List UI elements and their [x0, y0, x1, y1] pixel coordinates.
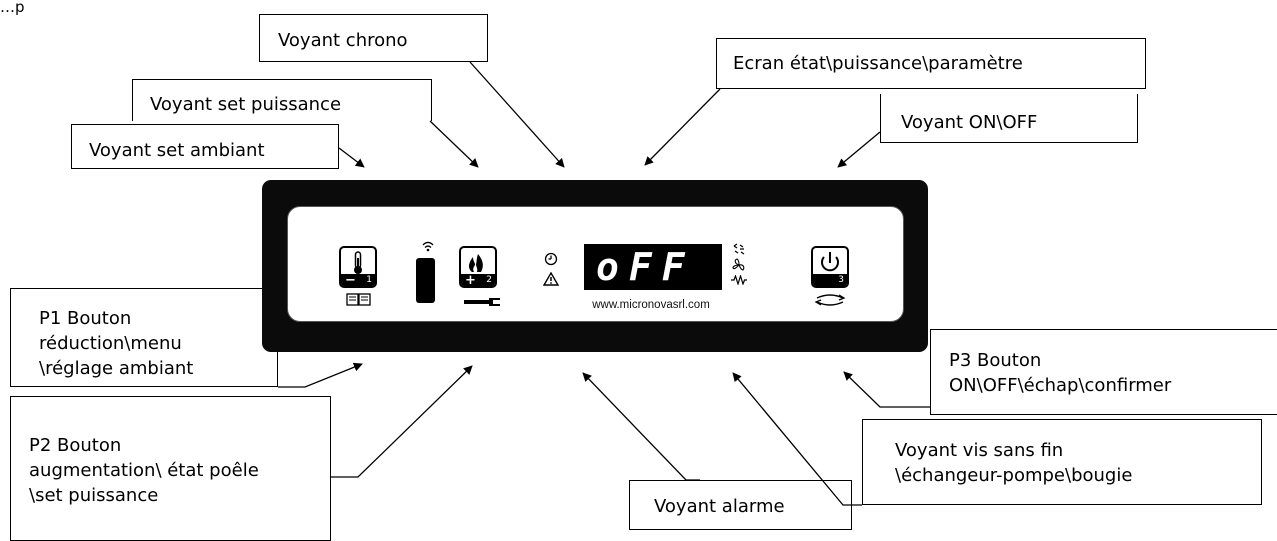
warning-icon	[543, 272, 559, 286]
fan-icon	[732, 258, 745, 271]
rotate-arrows-icon	[814, 294, 846, 306]
label-voyant-alarme: Voyant alarme	[629, 480, 852, 530]
minus-symbol: −	[345, 273, 356, 288]
power-icon	[821, 252, 839, 272]
wrench-icon	[464, 298, 500, 306]
website-text: www.micronovasrl.com	[592, 299, 710, 311]
p1-button[interactable]: − 1	[339, 246, 377, 288]
arrow-p1	[278, 362, 363, 388]
plus-symbol: +	[465, 273, 476, 288]
arrow-ecran	[644, 88, 721, 166]
p2-button-bar: + 2	[461, 274, 495, 286]
arrow-chrono	[469, 61, 565, 168]
label-p2-bouton: P2 Bouton augmentation\ état poêle \set …	[10, 396, 331, 541]
auger-icon	[733, 243, 745, 255]
arrow-p2	[331, 365, 473, 478]
arrow-set-puissance	[429, 120, 479, 168]
arrow-set-ambiant	[338, 147, 365, 168]
clock-icon	[544, 252, 558, 266]
p3-button[interactable]: 3	[811, 246, 849, 288]
label-p3-bouton: P3 Bouton ON\OFF\échap\confirmer	[930, 329, 1277, 415]
arrow-alarme	[582, 372, 700, 481]
label-voyant-onoff: Voyant ON\OFF	[880, 94, 1138, 143]
arrow-p3	[843, 371, 930, 408]
p3-button-bar: 3	[813, 274, 847, 286]
p1-button-bar: − 1	[341, 274, 375, 286]
status-display: oFF	[584, 244, 722, 290]
p2-button[interactable]: + 2	[459, 246, 497, 288]
p2-number: 2	[486, 275, 492, 285]
label-voyant-set-ambiant: Voyant set ambiant	[71, 124, 339, 169]
wifi-icon	[422, 241, 434, 252]
label-voyant-chrono: Voyant chrono	[259, 14, 488, 62]
book-icon	[346, 293, 371, 306]
p3-number: 3	[838, 275, 844, 285]
ir-receiver	[416, 258, 435, 303]
label-voyant-vis: Voyant vis sans fin \échangeur-pompe\bou…	[862, 419, 1262, 505]
resistance-icon	[731, 275, 747, 285]
thermometer-icon	[354, 251, 362, 274]
label-voyant-set-puissance: Voyant set puissance	[132, 79, 432, 121]
p1-number: 1	[366, 275, 372, 285]
label-p1-bouton: P1 Bouton réduction\menu \réglage ambian…	[10, 288, 278, 387]
flame-icon	[469, 254, 483, 272]
arrow-onoff	[837, 131, 881, 168]
label-ecran: Ecran état\puissance\paramètre	[716, 38, 1146, 89]
display-text: oFF	[596, 245, 695, 289]
header-fragment: …p	[0, 0, 25, 16]
